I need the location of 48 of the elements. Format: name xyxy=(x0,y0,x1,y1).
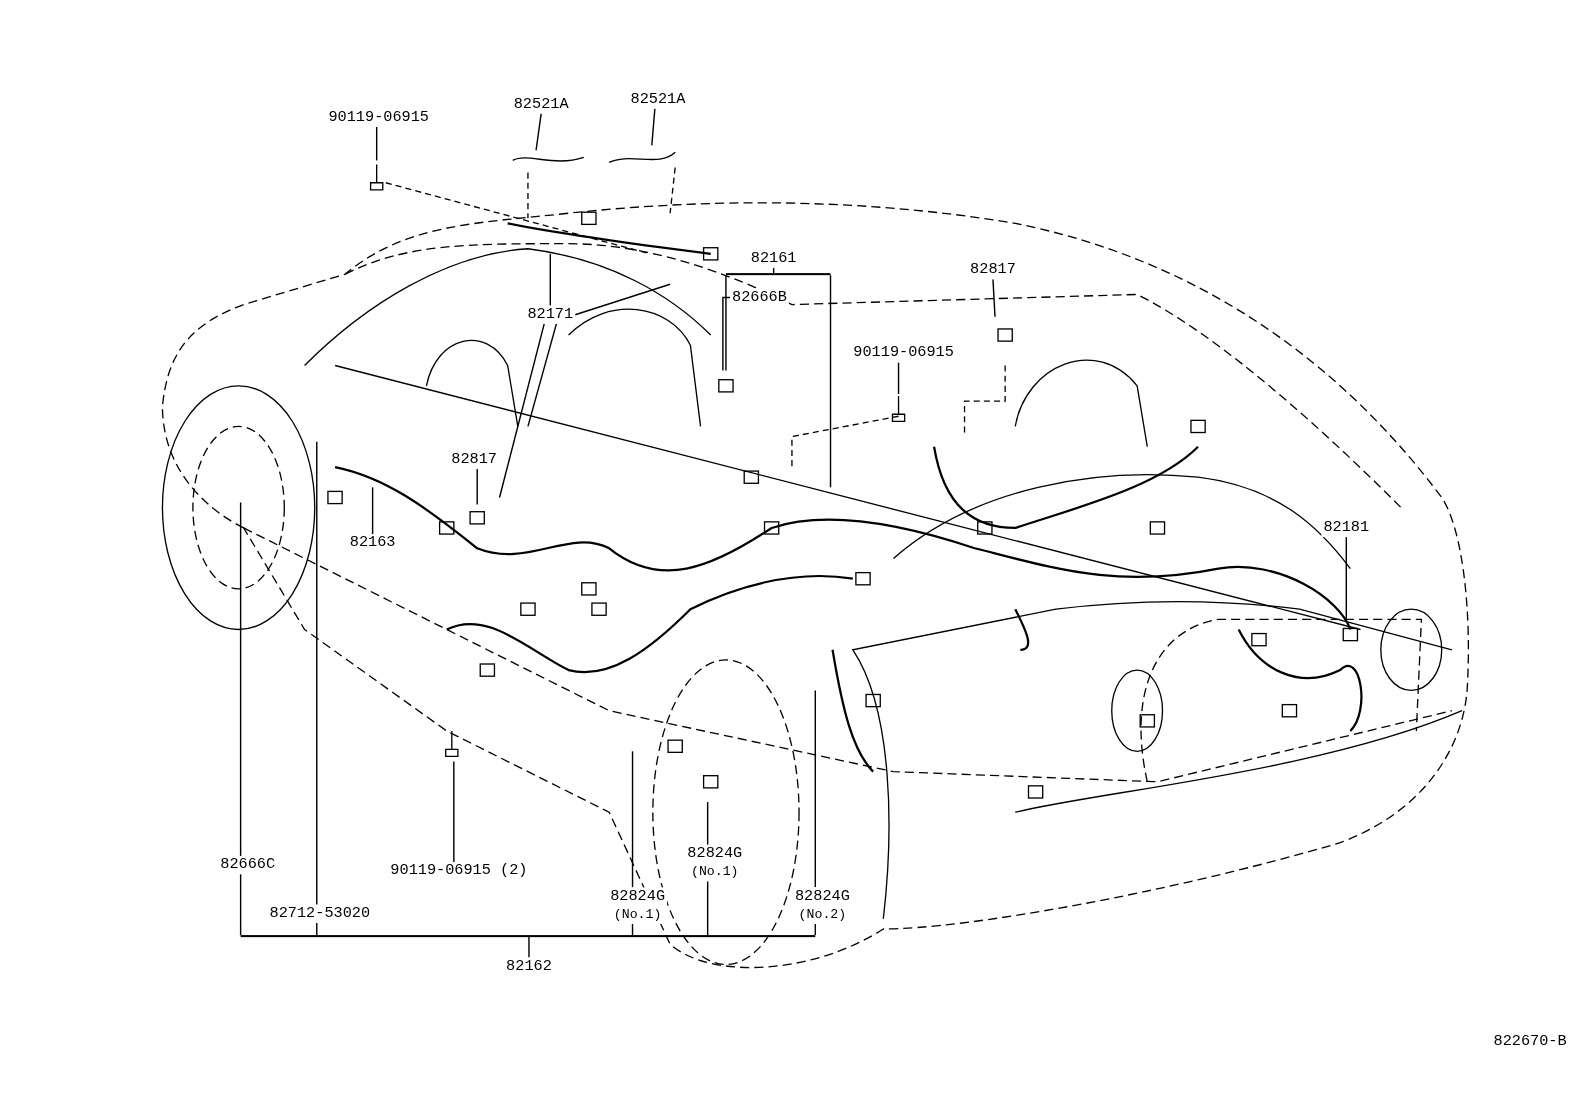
quantity-note: (No.1) xyxy=(690,863,740,882)
bracket-bar xyxy=(240,935,816,938)
part-number: 82824G xyxy=(687,844,743,863)
part-number: 82181 xyxy=(1323,518,1370,538)
leader-line xyxy=(527,323,558,428)
part-number: 82162 xyxy=(506,957,552,976)
part-number: 82161 xyxy=(750,249,797,269)
leader-line xyxy=(574,283,671,316)
leader-line xyxy=(476,468,478,506)
leader-line xyxy=(631,750,634,889)
leader-line xyxy=(1345,536,1347,623)
leader-line xyxy=(814,689,816,889)
leader-line xyxy=(535,113,542,151)
leader-line xyxy=(706,801,709,846)
leader-line xyxy=(239,873,242,936)
part-number: 82666B xyxy=(732,288,787,307)
leader-line xyxy=(239,501,242,857)
part-number: 82824G xyxy=(794,887,850,906)
leader-line xyxy=(316,440,318,906)
part-number: 82163 xyxy=(349,534,396,553)
leader-line xyxy=(829,274,832,489)
quantity-note: (No.2) xyxy=(797,905,848,924)
quantity-note: (No.1) xyxy=(612,905,663,924)
leader-line xyxy=(992,278,996,318)
part-number: 82521A xyxy=(513,95,569,114)
part-number: 82817 xyxy=(970,260,1016,280)
leader-line xyxy=(725,274,727,372)
part-number: 90119-06915 xyxy=(853,344,954,363)
part-number: 82171 xyxy=(527,305,574,324)
leader-line xyxy=(706,880,709,936)
leader-line xyxy=(371,486,374,535)
part-number: 82824G xyxy=(610,887,666,906)
part-number: 90119-06915 xyxy=(328,108,429,127)
part-number: 90119-06915 (2) xyxy=(390,862,528,881)
leader-line xyxy=(722,296,731,372)
leader-line xyxy=(375,126,378,162)
leader-line xyxy=(549,253,551,307)
leader-line xyxy=(651,107,656,146)
leader-line xyxy=(772,267,775,274)
part-number: 82666C xyxy=(220,855,276,875)
bracket-bar xyxy=(725,273,831,276)
part-number: 82712-53020 xyxy=(269,904,371,923)
leader-line xyxy=(498,323,545,499)
leader-line xyxy=(528,936,530,959)
leader-line xyxy=(897,361,900,395)
part-number: 82521A xyxy=(630,90,686,109)
leader-line xyxy=(453,760,455,863)
part-number: 82817 xyxy=(451,450,497,470)
